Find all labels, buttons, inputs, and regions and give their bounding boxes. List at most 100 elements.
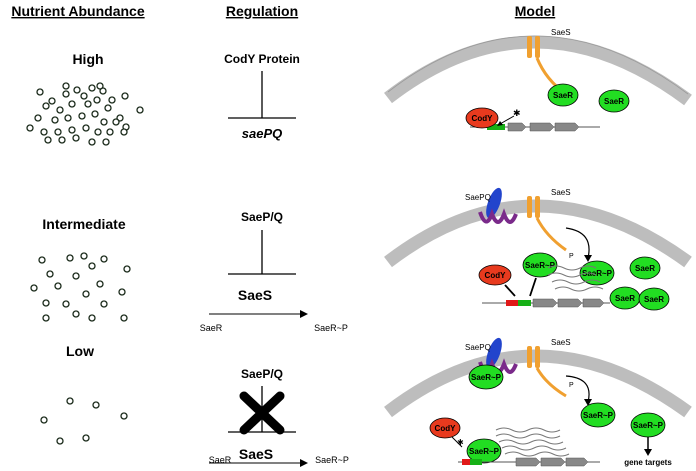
nutrient-dot [34,114,42,122]
nutrient-dot [30,284,38,292]
nutrient-dot [112,118,120,126]
nutrient-dot [84,100,92,108]
saer-label: SaeR [644,295,664,304]
nutrient-dot [73,86,81,94]
cody-protein [465,107,499,129]
block-arrow [451,436,463,448]
nutrient-dot [100,255,108,263]
saer-p-label: SaeR~P [633,421,664,430]
nutrient-dot [88,84,96,92]
nutrient-dot [120,412,128,420]
nutrient-dot [136,106,144,114]
nutrient-dot [72,272,80,280]
gene-arrow [515,457,541,467]
nutrient-dot [120,128,128,136]
saer-p-label: SaeR~P [582,269,613,278]
saer-label: SaeR [635,264,655,273]
nutrient-dot [40,416,48,424]
binding-arrow [529,277,537,297]
membrane-outline [387,35,689,95]
saes-protein [527,36,532,58]
nutrient-dot [58,136,66,144]
nutrient-dot [72,310,80,318]
saes-protein [527,346,532,368]
cody-label: CodY [472,114,494,123]
arrow-head [300,310,308,318]
saer-p-protein [522,252,558,278]
nutrient-dot [62,300,70,308]
arrow-head [300,459,308,467]
saes-protein [527,196,532,218]
nutrient-dots-intermediate [30,252,131,322]
gene-arrow [532,298,558,308]
nutrient-dot [106,128,114,136]
promoter-box-green [470,459,482,465]
gene-arrow [540,457,566,467]
nutrient-dots-high [26,82,144,146]
saer-p-protein [579,260,615,286]
nutrient-dot [80,252,88,260]
saer-protein [638,287,670,311]
phosphorylation-arrow [565,375,590,403]
nutrient-dot [56,437,64,445]
nutrient-dot [88,138,96,146]
nutrient-dot [92,401,100,409]
level-high: High [72,51,103,67]
nutrient-dot [108,96,116,104]
block-star-icon: ✱ [513,108,521,118]
cody-protein-label: CodY Protein [224,52,300,66]
nutrient-dots-low [40,397,128,445]
phosphorylation-arrow [565,227,590,259]
nutrient-dot [104,104,112,112]
regulation-high: CodY Protein saePQ [224,52,300,141]
arrow-head [644,449,652,456]
nutrient-dot [78,112,86,120]
saes-label: SaeS [551,28,571,37]
nutrient-dot [42,314,50,322]
nutrient-dot [82,124,90,132]
nutrient-dot [121,92,129,100]
model-low: SaePQ SaeS P SaeR~P SaeR~P SaeR~P gene t… [384,337,692,467]
saes-label: SaeS [551,338,571,347]
saer-p-label: SaeR~P [583,411,614,420]
nutrient-dot [40,128,48,136]
arrow-head [497,121,503,126]
nutrient-dot [36,88,44,96]
gene-arrow [582,298,605,308]
saepq-blue-protein [486,337,502,369]
saer-protein [598,89,630,113]
gene-arrow [529,122,555,132]
nutrient-dot [42,102,50,110]
promoter-box-red [462,459,470,465]
saer-p-protein [580,402,616,428]
cody-protein [429,417,461,439]
saer-label: SaeR [209,455,232,465]
saer-p-label: SaeR~P [525,261,556,270]
nutrient-dot [93,96,101,104]
nutrient-dot [100,300,108,308]
nutrient-dot [38,256,46,264]
nutrient-dot [51,116,59,124]
nutrient-dot [66,254,74,262]
saepq-label: SaePQ [465,343,491,352]
arrow-head [584,255,592,262]
regulation-low: SaeP/Q SaeS SaeR SaeR~P [209,367,349,467]
nutrient-dot [82,434,90,442]
nutrient-dot [62,82,70,90]
nutrient-dot [68,100,76,108]
saes-protein [535,346,540,368]
nutrient-dot [54,282,62,290]
cody-label: CodY [485,271,507,280]
gene-arrow [554,122,580,132]
nutrient-dot [82,290,90,298]
saepq-label: SaePQ [465,193,491,202]
nutrient-dot [123,265,131,273]
saer-p-label: SaeR~P [315,455,349,465]
saer-p-label: SaeR~P [469,447,500,456]
saes-label: SaeS [551,188,571,197]
header-regulation: Regulation [226,3,298,19]
nutrient-dot [118,288,126,296]
cody-protein [478,264,512,286]
nutrient-dot [26,124,34,132]
